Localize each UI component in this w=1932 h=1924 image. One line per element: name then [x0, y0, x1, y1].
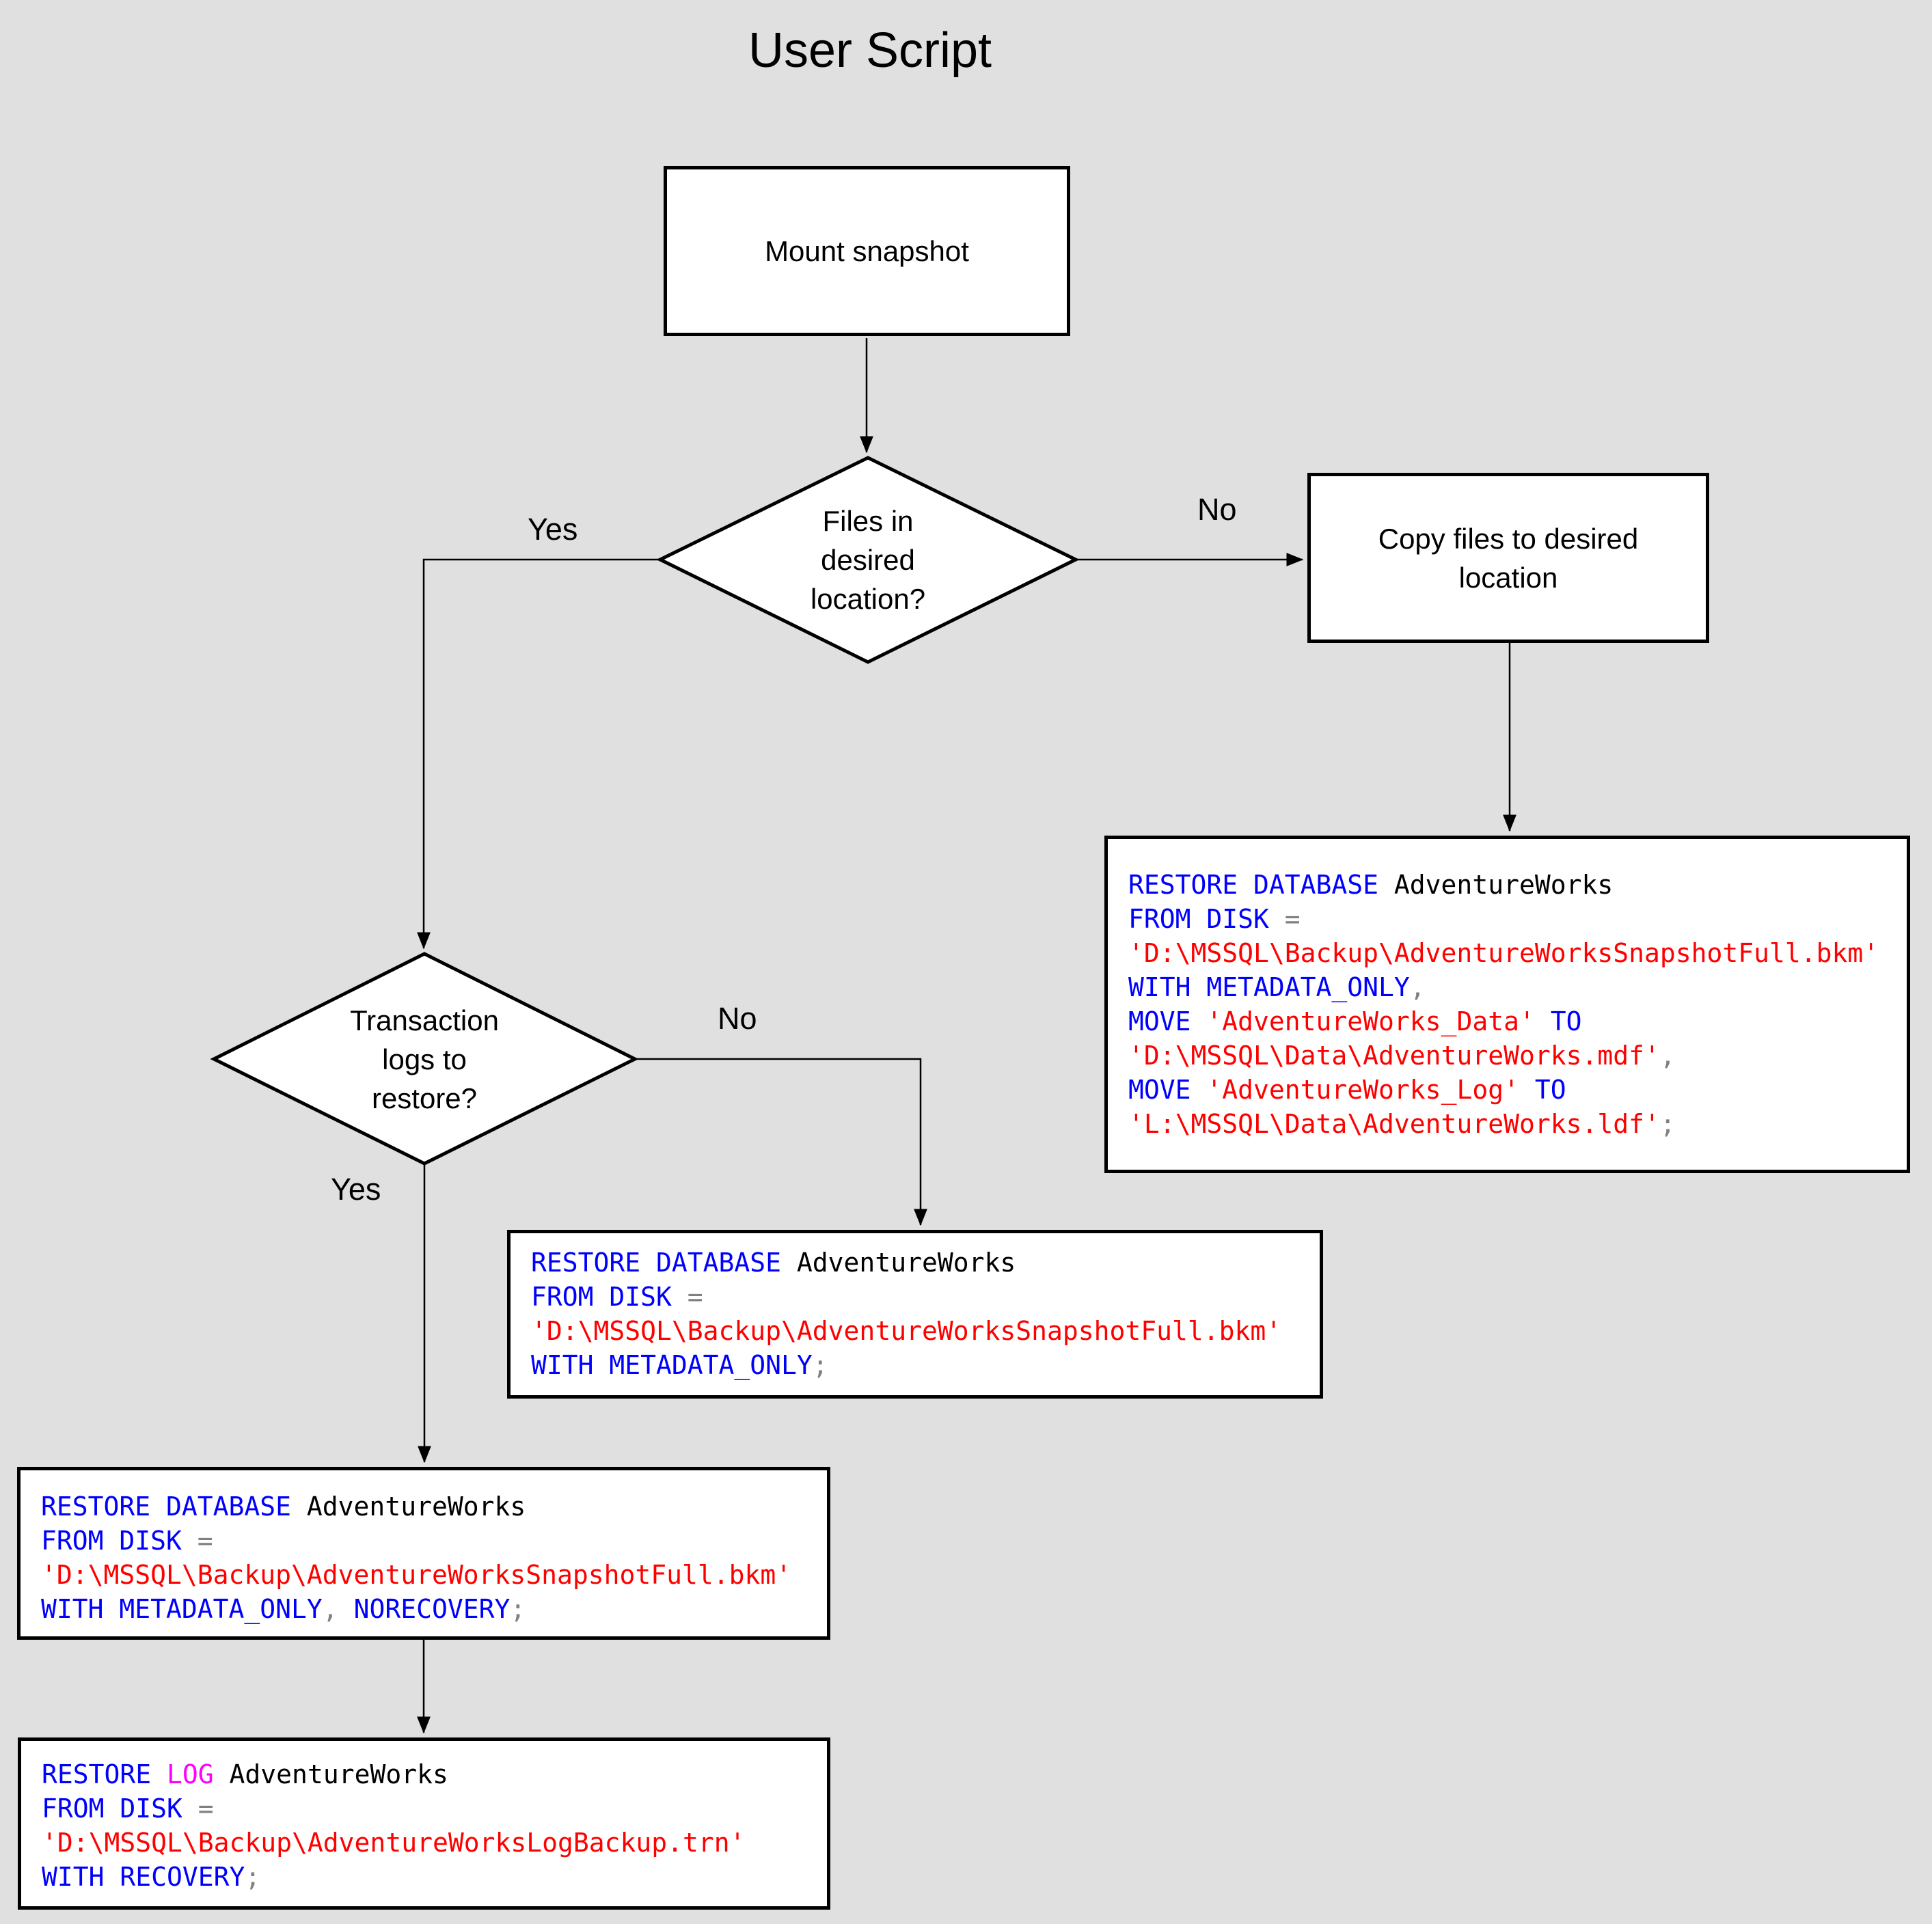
code-line: MOVE 'AdventureWorks_Log' TO: [1128, 1075, 1566, 1105]
decision-files-line-3: location?: [810, 583, 926, 615]
code-line: FROM DISK =: [41, 1526, 213, 1556]
node-copy-files-line-2: location: [1458, 561, 1558, 594]
decision-transaction-logs-label: Transaction logs to restore?: [254, 1001, 595, 1118]
decision-files-line-1: Files in: [822, 505, 914, 537]
code-line: 'D:\MSSQL\Data\AdventureWorks.mdf',: [1128, 1041, 1676, 1071]
decision-files-line-2: desired: [821, 544, 915, 576]
code-line: 'D:\MSSQL\Backup\AdventureWorksLogBackup…: [42, 1828, 746, 1858]
code-line: WITH METADATA_ONLY;: [531, 1350, 828, 1380]
edge-label-files-no: No: [1197, 492, 1237, 527]
code-line: FROM DISK =: [1128, 904, 1301, 934]
node-copy-files-line-1: Copy files to desired: [1378, 522, 1639, 555]
edge-label-logs-yes: Yes: [331, 1172, 381, 1207]
code-line: RESTORE DATABASE AdventureWorks: [1128, 870, 1614, 900]
code-line: MOVE 'AdventureWorks_Data' TO: [1128, 1006, 1582, 1036]
edge-label-logs-no: No: [718, 1001, 757, 1036]
decision-logs-line-3: restore?: [371, 1082, 478, 1114]
edge-files-yes-to-logs-decision: [417, 558, 660, 950]
code-line: WITH METADATA_ONLY, NORECOVERY;: [41, 1594, 526, 1624]
edge-label-files-yes: Yes: [528, 512, 578, 547]
code-line: 'D:\MSSQL\Backup\AdventureWorksSnapshotF…: [1128, 938, 1879, 968]
decision-transaction-logs-shape: [210, 952, 639, 1166]
code-line: 'D:\MSSQL\Backup\AdventureWorksSnapshotF…: [41, 1560, 792, 1590]
code-line: FROM DISK =: [42, 1794, 214, 1824]
code-line: WITH METADATA_ONLY,: [1128, 972, 1426, 1002]
node-mount-snapshot: Mount snapshot: [664, 166, 1070, 336]
code-line: FROM DISK =: [531, 1282, 703, 1312]
node-mount-snapshot-label: Mount snapshot: [765, 235, 969, 267]
decision-logs-line-2: logs to: [382, 1043, 467, 1075]
page-title: User Script: [748, 23, 992, 78]
node-copy-files: Copy files to desired location: [1307, 473, 1709, 643]
edge-logs-no-to-restore-metadata: [635, 1058, 927, 1226]
code-line: RESTORE DATABASE AdventureWorks: [41, 1492, 526, 1522]
decision-files-location-label: Files in desired location?: [697, 501, 1039, 618]
code-line: WITH RECOVERY;: [42, 1862, 261, 1892]
code-line: 'D:\MSSQL\Backup\AdventureWorksSnapshotF…: [531, 1316, 1282, 1346]
code-line: RESTORE DATABASE AdventureWorks: [531, 1248, 1016, 1278]
code-line: 'L:\MSSQL\Data\AdventureWorks.ldf';: [1128, 1109, 1676, 1139]
code-line: RESTORE LOG AdventureWorks: [42, 1759, 448, 1789]
decision-logs-line-1: Transaction: [350, 1004, 499, 1036]
decision-files-location-shape: [656, 456, 1080, 664]
